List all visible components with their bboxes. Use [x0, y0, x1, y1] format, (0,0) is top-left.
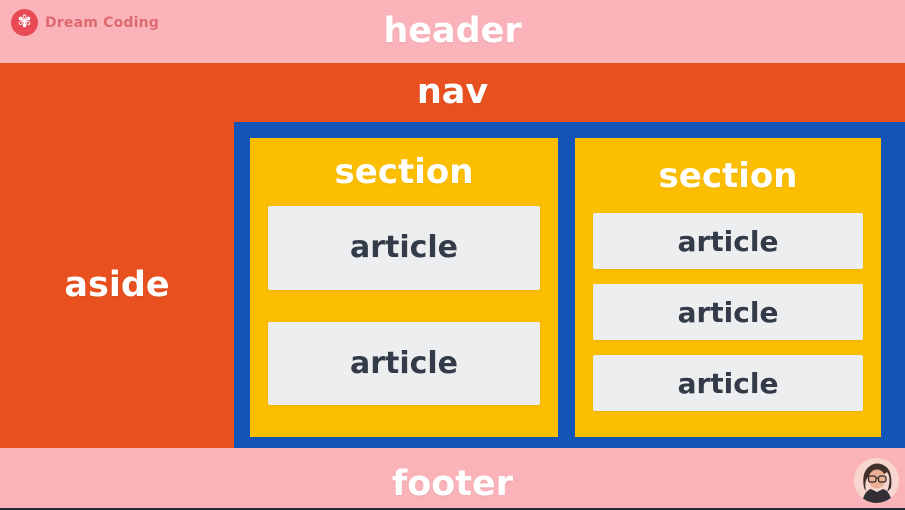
article-box: article	[593, 213, 863, 269]
content-row: aside section article article section ar…	[0, 122, 905, 448]
article-box: article	[268, 321, 540, 405]
brand-logo: ✾ Dream Coding	[11, 9, 159, 36]
presenter-illustration	[854, 458, 899, 503]
footer-region: footer	[0, 448, 905, 510]
article-box: article	[593, 284, 863, 340]
flower-icon: ✾	[11, 9, 38, 36]
header-region: ✾ Dream Coding header	[0, 0, 905, 63]
header-label: header	[383, 11, 522, 51]
main-region: nav aside section article article sectio…	[0, 63, 905, 448]
section-1-title: section	[268, 138, 540, 206]
section-2-label: section	[658, 155, 798, 196]
video-bottom-edge	[0, 508, 905, 510]
article-box: article	[268, 206, 540, 290]
section-1-label: section	[334, 152, 474, 193]
nav-label: nav	[416, 72, 489, 112]
section-2-title: section	[593, 138, 863, 213]
section-box-2: section article article article	[575, 138, 881, 437]
nav-region: nav	[0, 63, 905, 122]
presenter-avatar	[854, 458, 899, 503]
article-box: article	[593, 355, 863, 411]
aside-label: aside	[64, 265, 170, 305]
footer-label: footer	[391, 464, 514, 504]
brand-name: Dream Coding	[45, 14, 160, 31]
sections-container: section article article section article …	[234, 122, 905, 448]
aside-region: aside	[0, 122, 234, 448]
section-box-1: section article article	[250, 138, 558, 437]
